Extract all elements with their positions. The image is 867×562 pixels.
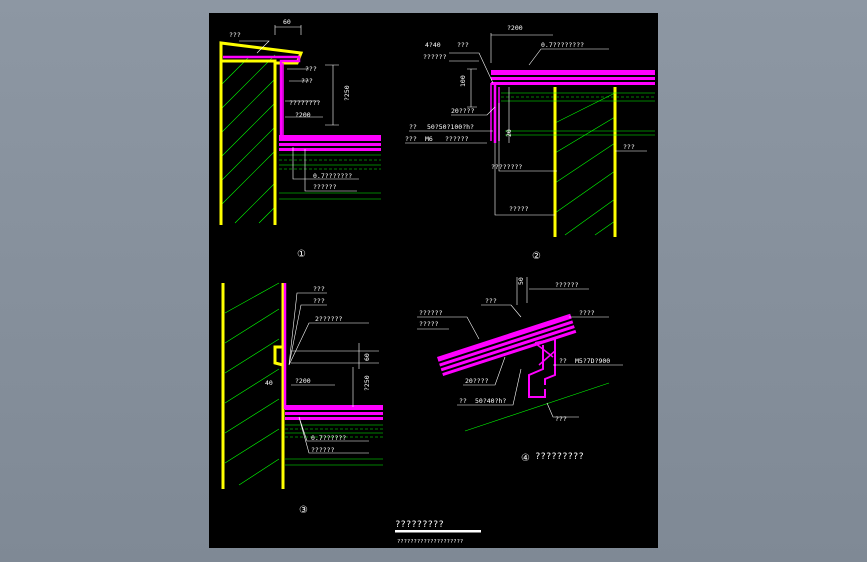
detail-2-wall-hatch <box>554 92 616 236</box>
detail-2-dim-200: ?200 <box>507 24 523 32</box>
detail-2-label-8: ??? <box>405 135 417 143</box>
detail-2-dim-20: 20 <box>505 129 513 137</box>
title-underline <box>395 530 481 533</box>
detail-2-label-7: 50?50?100?h? <box>427 123 474 131</box>
detail-4-purlin <box>528 337 556 398</box>
detail-3-label-4: 0.7?????? <box>311 434 346 442</box>
detail-1-dim-200: ?200 <box>295 111 311 119</box>
cad-drawing: 60 ??? ??? ??? ???????? ?250 ?200 0.7???… <box>219 18 655 545</box>
detail-2-label-10: ?????? <box>445 135 469 143</box>
detail-3-label-5: ?????? <box>311 446 335 454</box>
detail-2-label-12: ??? <box>623 143 635 151</box>
detail-1-roof-panel <box>279 135 381 141</box>
detail-4-number: ④ <box>521 453 530 464</box>
detail-3-label-1: ??? <box>313 285 325 293</box>
detail-4: 50 ?????? ??? ?????? ????? ???? ?? M5?7D… <box>417 277 623 464</box>
detail-1-parapet-wall <box>219 59 277 225</box>
detail-2-label-11: ???????? <box>491 163 522 171</box>
detail-1-number: ① <box>297 249 306 260</box>
detail-4-label-2: ??? <box>485 297 497 305</box>
detail-4-label-11: ??? <box>555 415 567 423</box>
detail-4-caption: ????????? <box>535 452 584 462</box>
detail-3-wall <box>221 283 285 489</box>
detail-3-wall-hatch <box>224 282 280 486</box>
detail-2-dim-100: 100 <box>459 75 467 87</box>
detail-2-wall <box>553 87 617 237</box>
detail-3-dim-60: 60 <box>363 353 371 361</box>
detail-3: ??? ??? 2?????? 60 40 ?200 ?250 0.7?????… <box>221 282 383 516</box>
detail-1-label-4: 0.7??????? <box>313 172 352 180</box>
detail-2: ?200 0.7???????? 4?40 ??? ?????? 100 20?… <box>405 24 655 262</box>
detail-3-number: ③ <box>299 505 308 516</box>
detail-1-label-5: ?????? <box>313 183 337 191</box>
detail-4-label-3: ?????? <box>419 309 443 317</box>
detail-1-flashing <box>223 55 301 141</box>
sheet-title: ????????? <box>395 520 444 530</box>
detail-4-label-6: ?? <box>559 357 567 365</box>
detail-2-label-13: ????? <box>509 205 529 213</box>
detail-3-roof-panel <box>285 405 383 410</box>
detail-2-label-9: M6 <box>425 135 433 143</box>
detail-2-label-5: 20???? <box>451 107 475 115</box>
drawing-sheet: 60 ??? ??? ??? ???????? ?250 ?200 0.7???… <box>209 13 658 548</box>
detail-2-roof-panel <box>491 70 655 75</box>
detail-1-dim-60: 60 <box>283 18 291 26</box>
detail-3-label-3: 2?????? <box>315 315 342 323</box>
detail-2-label-6: ?? <box>409 123 417 131</box>
detail-1-dim-250: ?250 <box>343 85 351 101</box>
detail-4-label-7: M5?7D?900 <box>575 357 610 365</box>
detail-4-label-10: 50?40?h? <box>475 397 506 405</box>
detail-1-coping <box>219 41 304 65</box>
detail-1: 60 ??? ??? ??? ???????? ?250 ?200 0.7???… <box>219 18 381 260</box>
detail-2-label-2: 4?40 <box>425 41 441 49</box>
detail-1-wall-hatch <box>220 54 276 224</box>
detail-4-label-5: ???? <box>579 309 595 317</box>
detail-2-number: ② <box>532 251 541 262</box>
detail-3-flashing-bend <box>273 345 284 367</box>
detail-2-label-4: ?????? <box>423 53 447 61</box>
detail-3-label-2: ??? <box>313 297 325 305</box>
detail-4-dim-50: 50 <box>517 277 525 285</box>
detail-2-label-3: ??? <box>457 41 469 49</box>
detail-1-label-2: ??? <box>301 77 313 85</box>
detail-1-label-top: ??? <box>229 31 241 39</box>
detail-3-dim-40: 40 <box>265 379 273 387</box>
detail-4-ground-line <box>464 382 610 432</box>
detail-1-label-3: ???????? <box>289 99 320 107</box>
detail-4-label-4: ????? <box>419 320 439 328</box>
detail-4-label-8: 20???? <box>465 377 489 385</box>
sheet-subtitle: ???????????????????? <box>397 539 463 545</box>
sheet-title-block: ????????? ???????????????????? <box>395 520 481 545</box>
detail-3-dim-250: ?250 <box>363 375 371 391</box>
detail-2-label-1: 0.7???????? <box>541 41 584 49</box>
detail-1-label-1: ??? <box>305 65 317 73</box>
detail-3-dim-200: ?200 <box>295 377 311 385</box>
detail-4-label-1: ?????? <box>555 281 579 289</box>
detail-4-label-9: ?? <box>459 397 467 405</box>
